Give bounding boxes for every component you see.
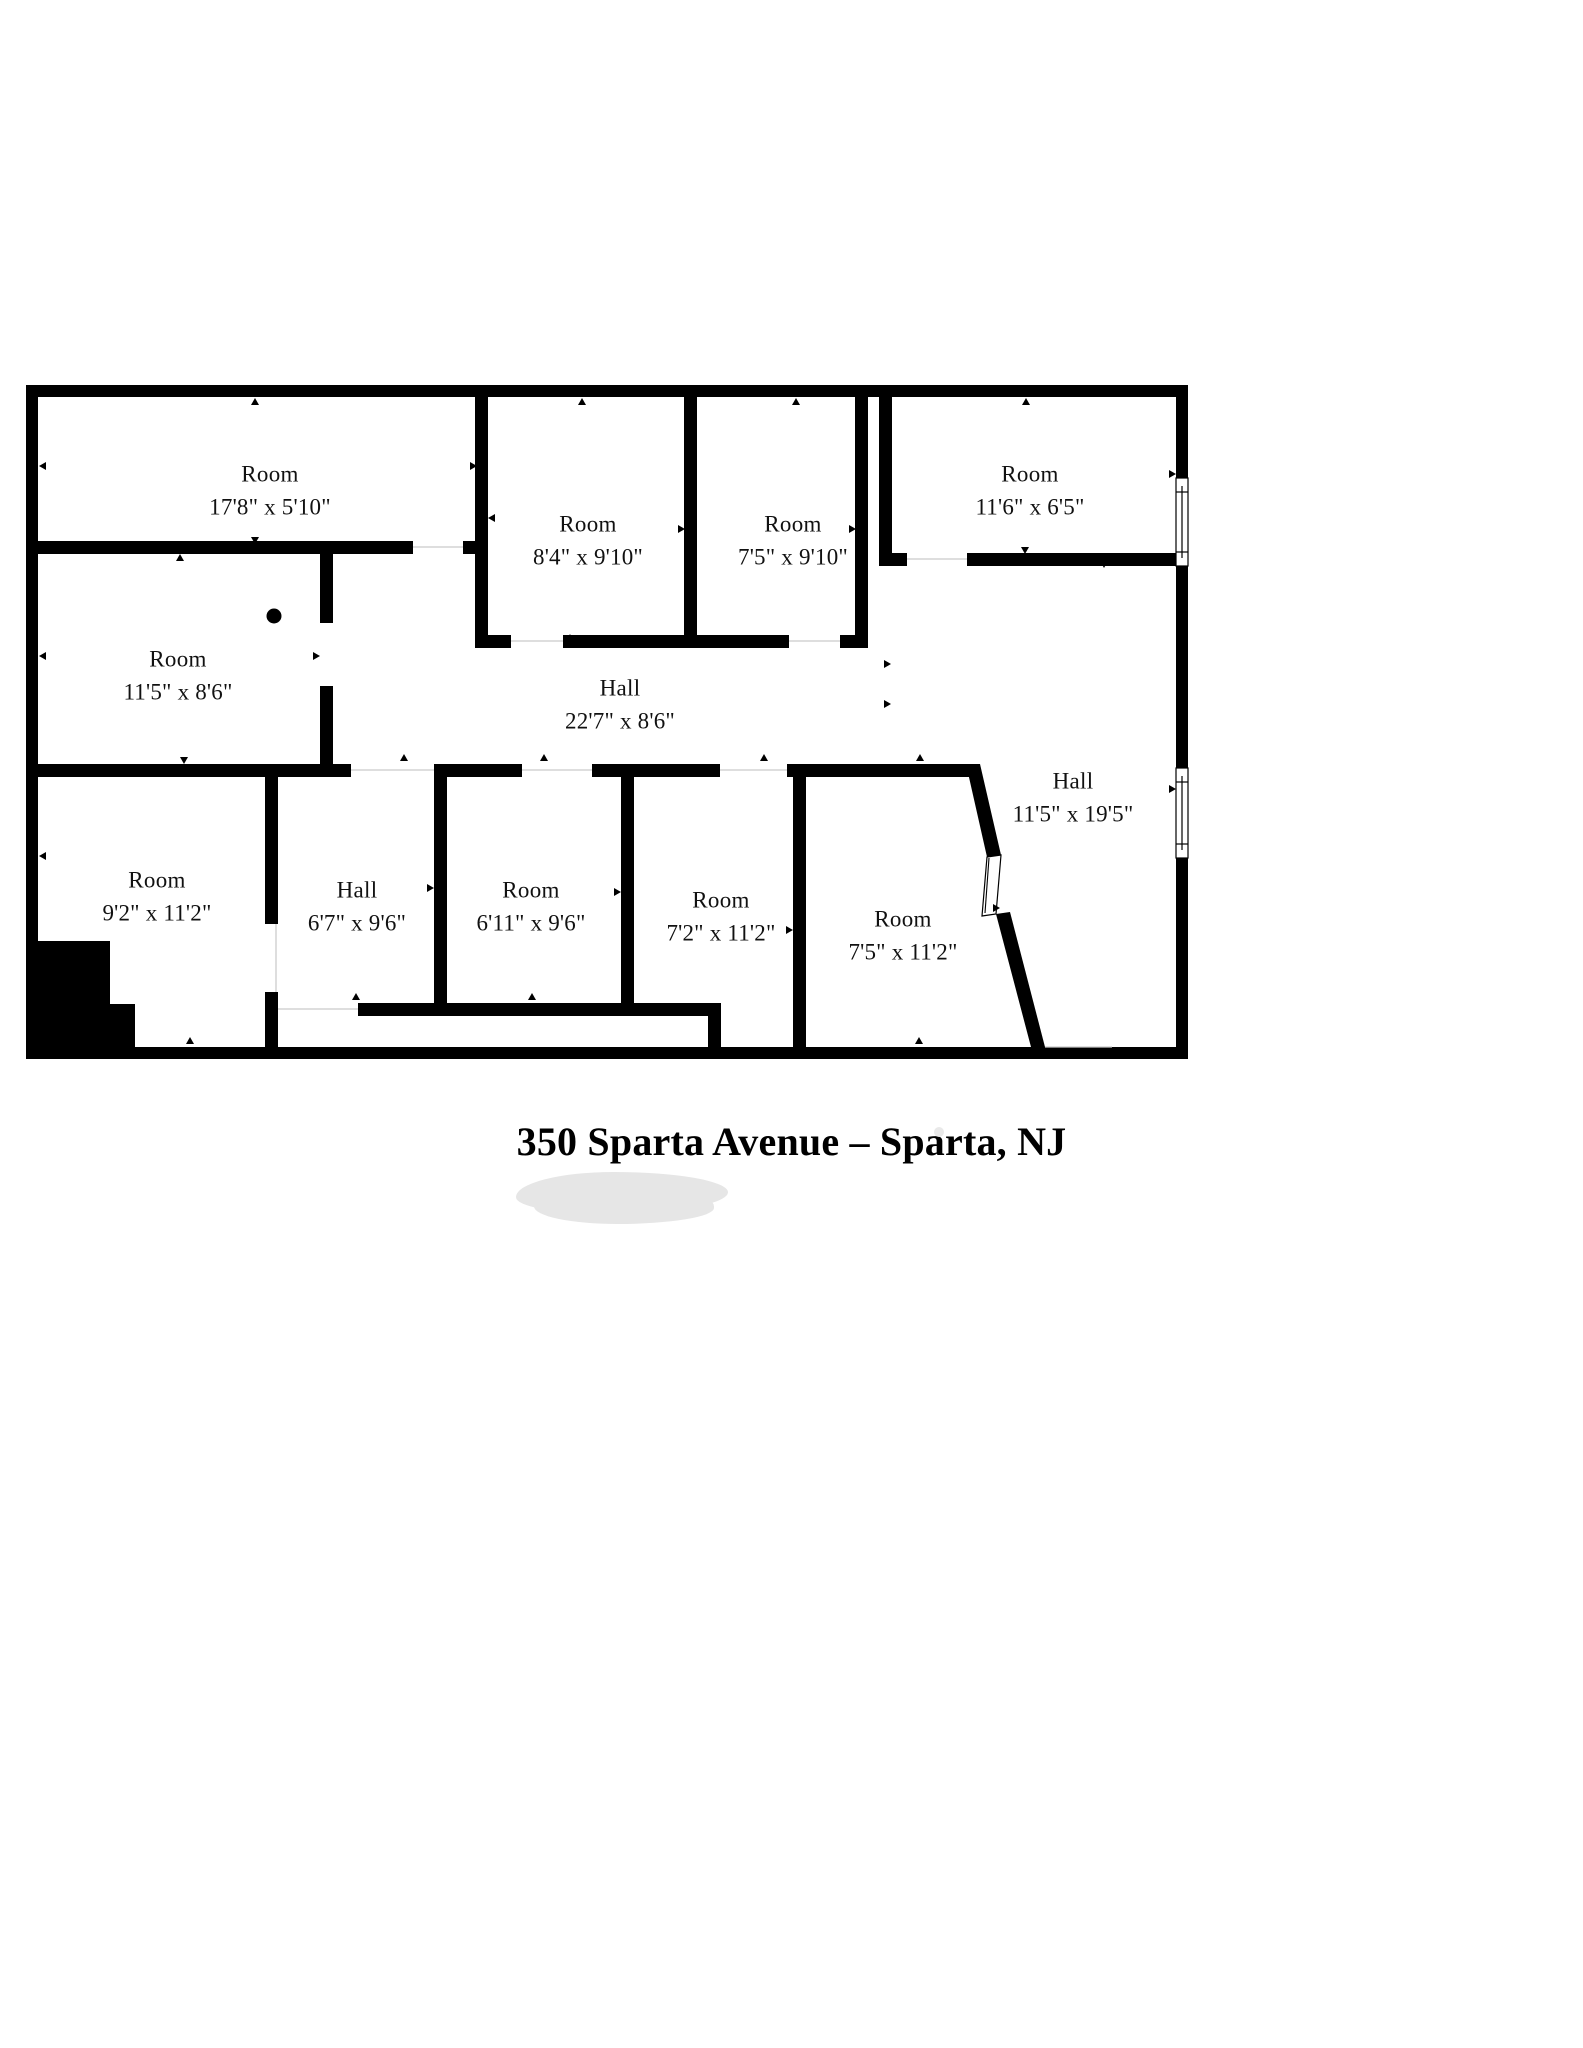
- marker-up: [352, 993, 360, 1000]
- angled-wall-upper: [966, 764, 1001, 857]
- marker-down: [1021, 547, 1029, 554]
- interior-wall-bottomleft-vertical-lower: [265, 992, 278, 1047]
- marker-right: [427, 884, 434, 892]
- marker-left: [39, 852, 46, 860]
- marker-up: [400, 754, 408, 761]
- marker-right: [1169, 785, 1176, 793]
- interior-wall-center-room-bottom-left2: [563, 635, 697, 648]
- interior-wall-topright-bottom: [879, 553, 907, 566]
- marker-right: [313, 652, 320, 660]
- marker-up: [915, 1037, 923, 1044]
- interior-wall-left-vertical-upper: [320, 541, 333, 623]
- view-direction-markers: [39, 398, 1185, 1044]
- angled-wall-lower: [996, 912, 1045, 1047]
- interior-wall-top-left-horizontal-stub: [401, 541, 413, 554]
- marker-left: [268, 884, 275, 892]
- marker-left: [39, 462, 46, 470]
- interior-wall-center-room-bottom-right2: [840, 635, 868, 648]
- interior-wall-bottomleft-vertical: [265, 764, 278, 924]
- marker-left: [799, 926, 806, 934]
- marker-left: [690, 525, 697, 533]
- marker-up: [1022, 398, 1030, 405]
- interior-wall-hall-bottom-b: [434, 764, 522, 777]
- interior-wall-bottom-horizontal-1: [358, 1003, 721, 1016]
- walls-group: [26, 385, 1188, 1059]
- marker-left: [436, 888, 443, 896]
- interior-wall-left-vertical-mid: [320, 686, 333, 770]
- marker-left: [1178, 658, 1185, 666]
- marker-up: [792, 398, 800, 405]
- marker-right: [884, 660, 891, 668]
- marker-down: [251, 537, 259, 544]
- interior-wall-hall-bottom-d: [787, 764, 980, 777]
- mechanical-block: [26, 941, 135, 1047]
- window-angled-mullion: [984, 857, 990, 914]
- marker-left: [1178, 467, 1185, 475]
- marker-left: [39, 652, 46, 660]
- windows-group: [981, 477, 1189, 917]
- marker-right: [786, 926, 793, 934]
- marker-right: [993, 904, 1000, 912]
- marker-up: [251, 398, 259, 405]
- marker-up: [528, 993, 536, 1000]
- marker-left: [861, 525, 868, 533]
- marker-right: [266, 858, 273, 866]
- interior-wall-top-left-horizontal: [26, 541, 401, 554]
- interior-wall-topright-vertical: [879, 397, 892, 565]
- marker-left: [488, 514, 495, 522]
- interior-wall-bottom-vertical-2: [621, 764, 634, 1016]
- marker-up: [186, 1037, 194, 1044]
- marker-right: [470, 462, 477, 470]
- marker-up: [540, 754, 548, 761]
- marker-up: [760, 754, 768, 761]
- interior-wall-center-room-left: [475, 397, 488, 648]
- marker-up: [566, 634, 574, 641]
- door-openings-group: [275, 546, 1112, 1048]
- marker-up: [916, 754, 924, 761]
- interior-wall-midleft-bottom-right: [276, 764, 333, 777]
- interior-wall-bottom-horizontal-2: [708, 1003, 721, 1047]
- marker-right: [1169, 470, 1176, 478]
- marker-up: [176, 554, 184, 561]
- marker-right: [849, 525, 856, 533]
- interior-wall-topright-bottom2: [967, 553, 1176, 566]
- fixture-dot: [266, 608, 282, 624]
- marker-down: [1100, 561, 1108, 568]
- marker-right: [884, 700, 891, 708]
- interior-wall-center-room-mid: [684, 397, 697, 648]
- marker-right: [678, 525, 685, 533]
- marker-up: [578, 398, 586, 405]
- interior-wall-hall-bottom-a: [333, 764, 351, 777]
- marker-right: [614, 888, 621, 896]
- interior-wall-center-room-bottom-left: [475, 635, 511, 648]
- interior-wall-midleft-bottom: [26, 764, 276, 777]
- marker-left: [627, 888, 634, 896]
- interior-wall-center-room-bottom-right: [697, 635, 789, 648]
- interior-wall-center-room-right: [855, 397, 868, 648]
- marker-down: [180, 757, 188, 764]
- page-title: 350 Sparta Avenue – Sparta, NJ: [516, 1119, 1067, 1164]
- interior-wall-bottom-vertical-3: [793, 764, 806, 1054]
- interior-wall-hall-bottom-c: [592, 764, 720, 777]
- window-angled: [981, 854, 1002, 917]
